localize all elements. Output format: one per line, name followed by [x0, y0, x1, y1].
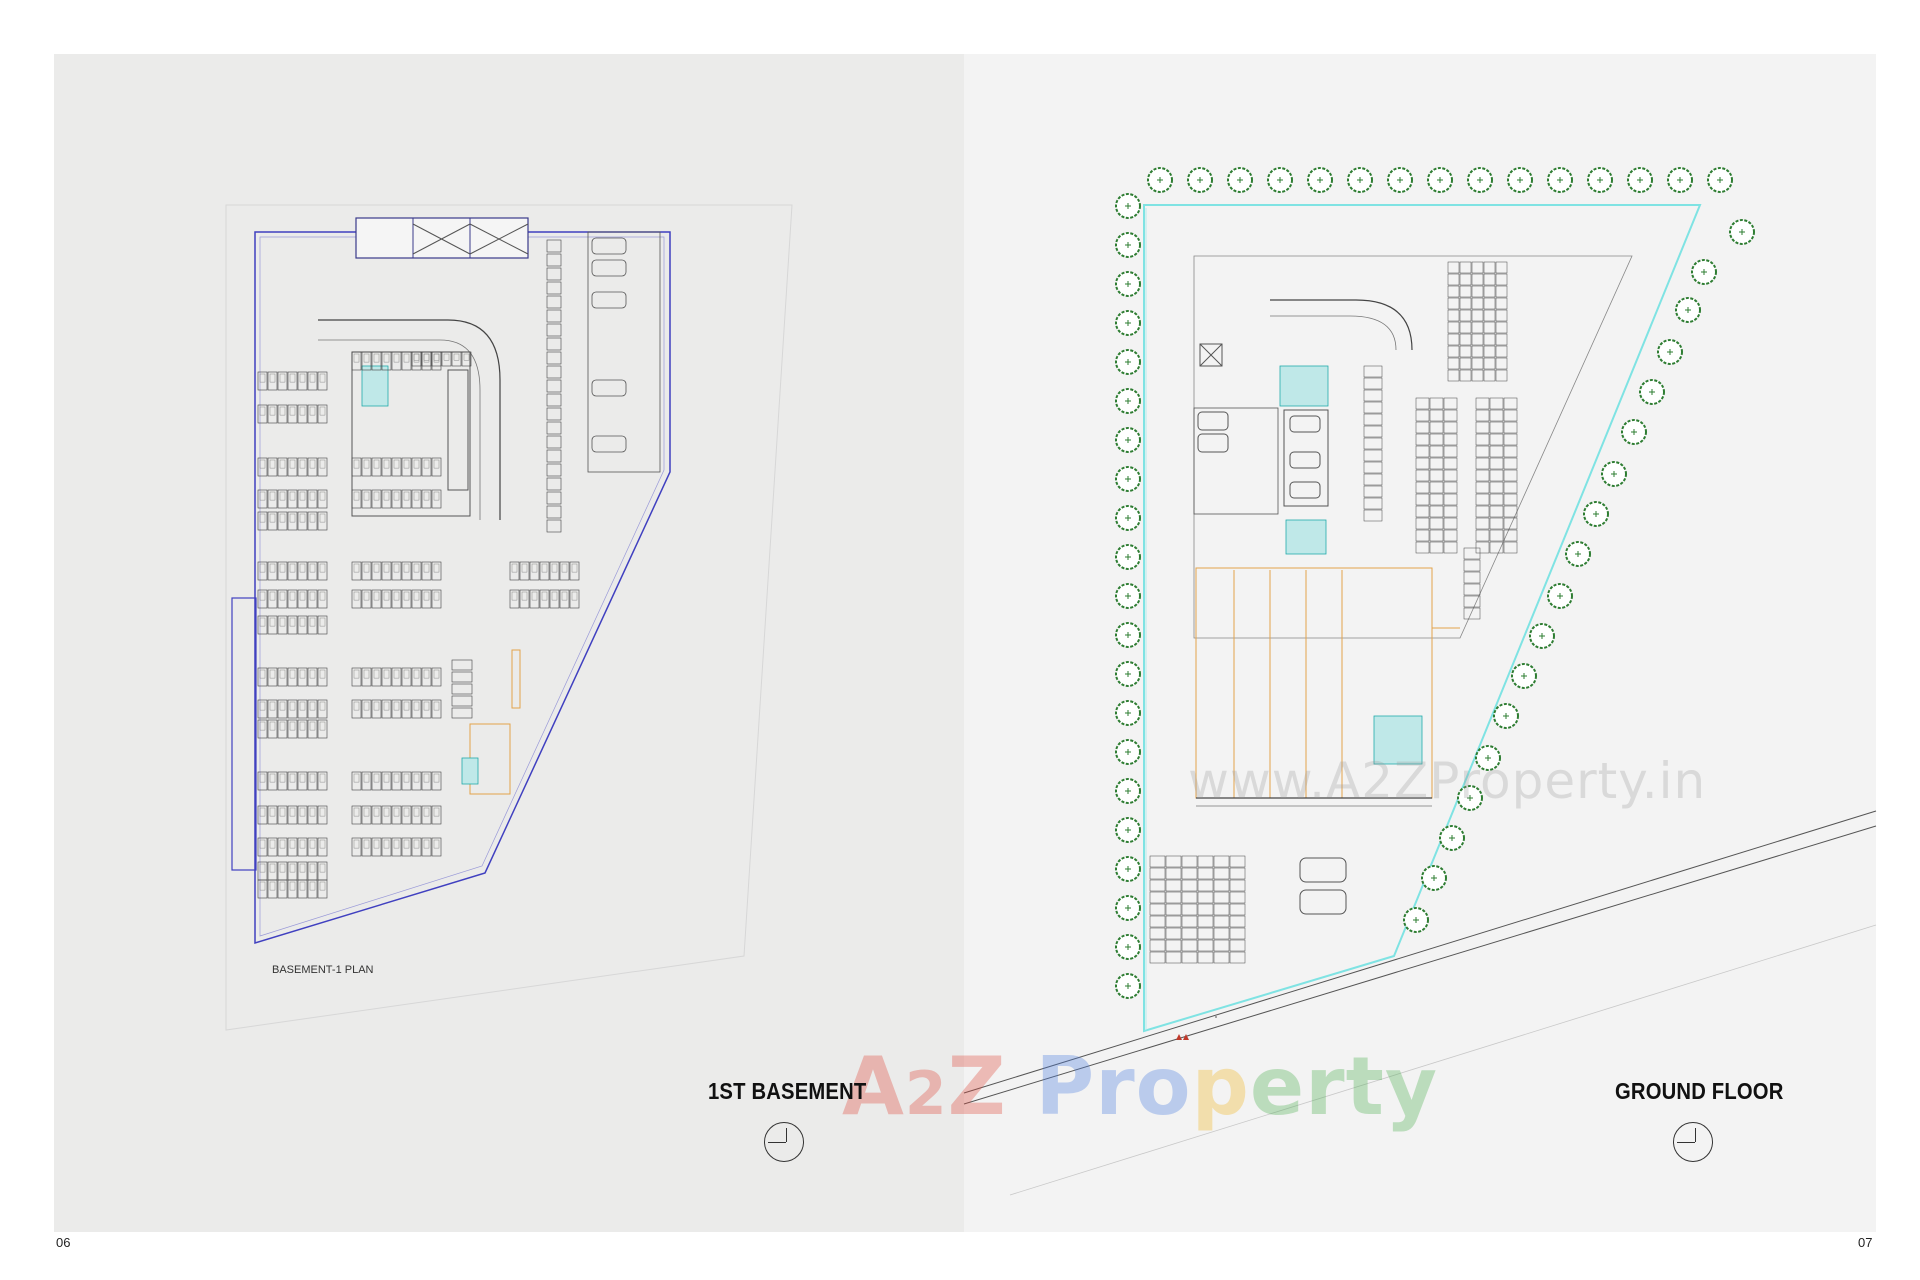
- ground-floor-title: GROUND FLOOR: [1615, 1078, 1784, 1104]
- site-boundary: [1143, 204, 1702, 1033]
- north-arrow-icon: [1673, 1122, 1713, 1162]
- north-arrow-icon: [764, 1122, 804, 1162]
- basement-title: 1ST BASEMENT: [708, 1078, 867, 1104]
- basement-parking-bays: [257, 239, 580, 899]
- page-number-left: 06: [56, 1235, 71, 1250]
- boundary-trees: [1115, 167, 1755, 999]
- basement-plan: [225, 204, 793, 1031]
- basement-boundary: [254, 231, 671, 945]
- page-number-right: 07: [1858, 1235, 1873, 1250]
- ground-parking-bays: [1149, 261, 1518, 964]
- ground-floor-plan: [963, 167, 1877, 1196]
- basement-plan-label: BASEMENT-1 PLAN: [272, 964, 374, 976]
- logo-watermark: A2Z Property: [842, 1040, 1438, 1133]
- right-page: [964, 54, 1876, 1232]
- url-watermark: www.A2ZProperty.in: [1188, 752, 1707, 810]
